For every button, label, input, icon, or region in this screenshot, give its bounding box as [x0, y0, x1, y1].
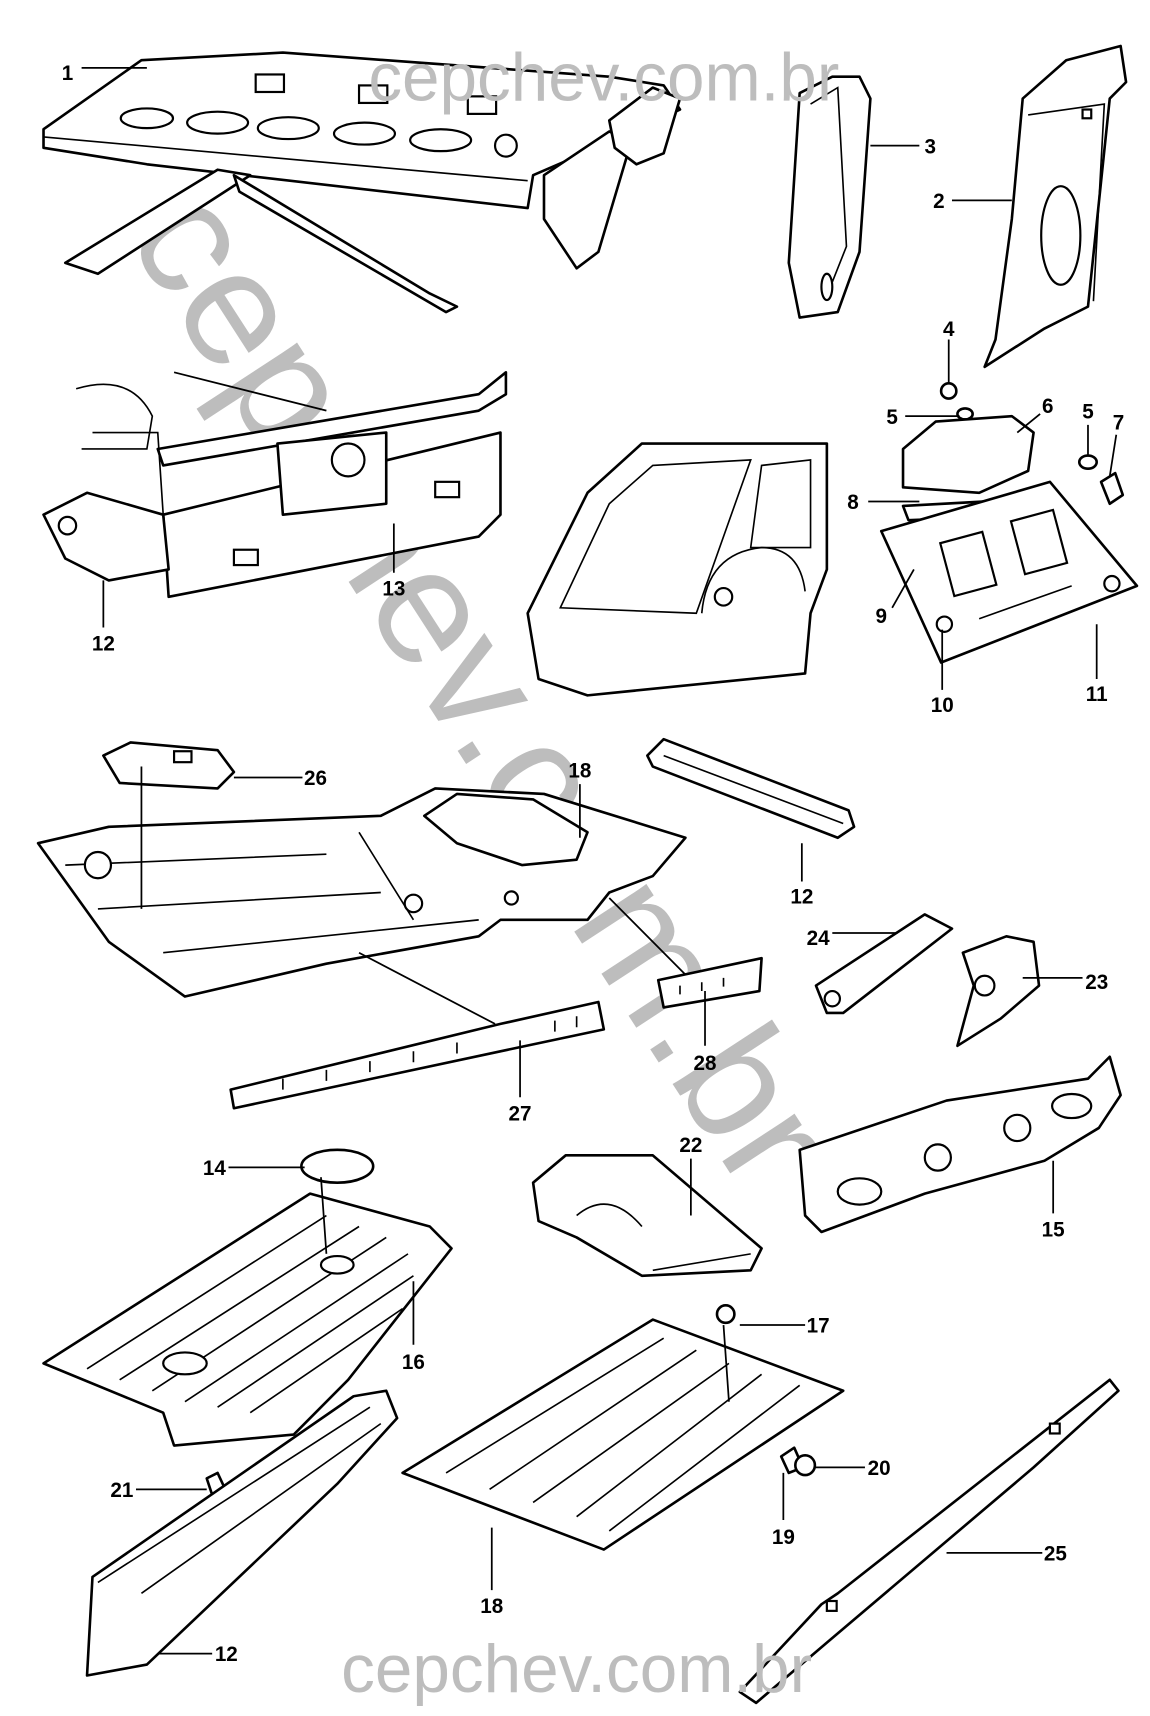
part-12-21-rocker-rail — [85, 1389, 399, 1677]
part-28-reinforcement — [656, 956, 763, 1009]
callout-10: 10 — [931, 694, 954, 717]
callout-17: 17 — [807, 1315, 830, 1338]
part-15-crossmember — [798, 1055, 1122, 1234]
callout-3: 3 — [924, 135, 935, 158]
callout-5b: 5 — [1082, 400, 1093, 423]
callout-28: 28 — [694, 1052, 717, 1075]
part-25-sill-strip — [738, 1378, 1120, 1705]
callout-22: 22 — [679, 1134, 702, 1157]
callout-16: 16 — [402, 1351, 425, 1374]
callout-7: 7 — [1113, 411, 1124, 434]
callout-27: 27 — [509, 1102, 532, 1125]
part-18-floor-panel-lower — [401, 1304, 845, 1551]
callout-1: 1 — [62, 62, 73, 85]
callouts: 1 3 2 4 5 6 5 7 8 9 10 11 12 13 26 18 12… — [62, 62, 1124, 1666]
callout-8: 8 — [847, 491, 858, 514]
callout-26: 26 — [304, 767, 327, 790]
callout-19: 19 — [772, 1526, 795, 1549]
callout-11: 11 — [1086, 683, 1108, 706]
callout-4: 4 — [943, 318, 955, 341]
callout-12a: 12 — [92, 632, 115, 655]
callout-20: 20 — [868, 1457, 891, 1480]
part-12-rail-upper — [646, 737, 856, 840]
callout-23: 23 — [1085, 971, 1108, 994]
callout-24: 24 — [807, 927, 830, 950]
part-2-pillar-panel — [983, 44, 1128, 369]
callout-6: 6 — [1042, 395, 1053, 418]
callout-14: 14 — [203, 1157, 226, 1180]
callout-12b: 12 — [790, 885, 813, 908]
part-14-16-trunk-floor — [42, 1148, 453, 1447]
part-27-sill — [229, 1000, 606, 1110]
leader-lines — [81, 67, 1118, 1655]
callout-5a: 5 — [886, 406, 897, 429]
watermark-top: cepchev.com.br — [368, 41, 839, 116]
callout-18b: 18 — [480, 1595, 503, 1618]
callout-21: 21 — [110, 1479, 133, 1502]
watermark-diagonal: cepchev.com.br — [96, 155, 870, 1217]
callout-9: 9 — [876, 605, 887, 628]
part-24-channel — [814, 913, 954, 1015]
callout-15: 15 — [1042, 1218, 1065, 1241]
part-22-wheelhouse-rail — [531, 1154, 763, 1278]
callout-2: 2 — [933, 190, 944, 213]
part-13-rear-end-panel — [42, 371, 508, 599]
callout-12c: 12 — [215, 1643, 238, 1666]
callout-25: 25 — [1044, 1542, 1067, 1565]
parts-4-11-plate-bracket — [879, 381, 1139, 664]
callout-18a: 18 — [568, 759, 591, 782]
part-3-pillar-inner — [787, 75, 872, 319]
callout-13: 13 — [382, 578, 405, 601]
part-23-bracket — [956, 934, 1041, 1048]
quarter-panel — [526, 442, 829, 697]
watermark-bottom: cepchev.com.br — [341, 1632, 812, 1707]
part-26-and-floor-pan — [36, 741, 687, 998]
part-1-rear-shelf — [42, 51, 682, 314]
